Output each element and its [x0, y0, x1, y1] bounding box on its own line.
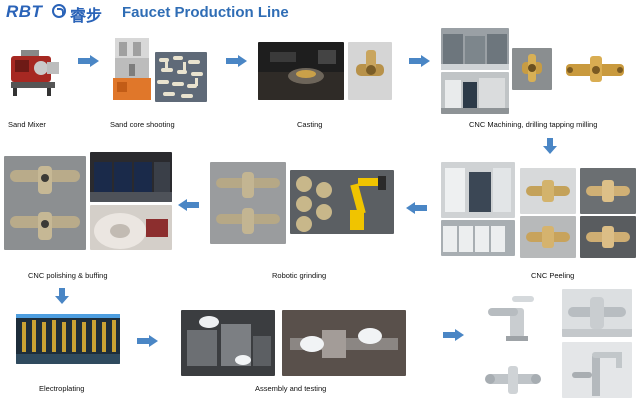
step-label-assembly-testing: Assembly and testing	[255, 384, 327, 393]
cnc-brass-part-photo-2	[556, 48, 634, 90]
flow-arrow-down	[55, 288, 69, 304]
polishing-machine-photo	[90, 152, 172, 202]
flow-arrow-right	[78, 55, 99, 67]
peeled-part-photo-1	[520, 168, 576, 214]
brand-logo-icon	[52, 4, 66, 18]
wall-mixer-photo	[482, 360, 544, 396]
polished-part-photo	[4, 156, 86, 250]
step-label-sand-core-shooting: Sand core shooting	[110, 120, 175, 129]
robot-arm-photo	[290, 170, 394, 234]
flow-arrow-right	[137, 335, 158, 347]
ground-part-photo	[210, 162, 286, 244]
peeling-machine-photo-2	[441, 220, 515, 256]
sand-cores-photo	[155, 52, 207, 102]
page-title: Faucet Production Line	[122, 4, 289, 21]
cnc-brass-part-photo-1	[512, 48, 552, 90]
brand-logo-text: RBT	[6, 2, 43, 21]
installed-faucet-photo	[562, 289, 632, 337]
casting-photo	[258, 42, 344, 100]
buffing-wheel-photo	[90, 205, 172, 250]
flow-arrow-right	[409, 55, 430, 67]
flow-arrow-left	[406, 202, 427, 214]
sand-mixer-photo	[5, 42, 63, 98]
step-label-cnc-polishing: CNC polishing & buffing	[28, 271, 108, 280]
assembly-photo	[181, 310, 275, 376]
kitchen-faucet-photo	[562, 342, 632, 398]
step-label-robotic-grinding: Robotic grinding	[272, 271, 327, 280]
peeled-part-photo-3	[520, 216, 576, 258]
flow-arrow-down	[543, 138, 557, 154]
flow-arrow-right	[226, 55, 247, 67]
basin-faucet-photo	[482, 288, 542, 344]
step-label-cnc-peeling: CNC Peeling	[531, 271, 575, 280]
step-label-casting: Casting	[297, 120, 323, 129]
testing-photo	[282, 310, 406, 376]
cast-part-photo	[348, 42, 392, 100]
core-shooting-machine-photo	[111, 34, 153, 104]
peeled-part-photo-4	[580, 216, 636, 258]
electroplating-photo	[16, 314, 120, 364]
step-label-cnc-machining: CNC Machining, drilling tapping milling	[469, 120, 598, 129]
flow-arrow-right	[443, 329, 464, 341]
peeling-machine-photo-1	[441, 162, 515, 218]
cnc-workshop-photo-1	[441, 28, 509, 70]
cnc-workshop-photo-2	[441, 72, 509, 114]
peeled-part-photo-2	[580, 168, 636, 214]
flow-arrow-left	[178, 199, 199, 211]
step-label-sand-mixer: Sand Mixer	[8, 120, 46, 129]
brand-logo-chinese: 睿步	[70, 8, 103, 25]
step-label-electroplating: Electroplating	[39, 384, 85, 393]
